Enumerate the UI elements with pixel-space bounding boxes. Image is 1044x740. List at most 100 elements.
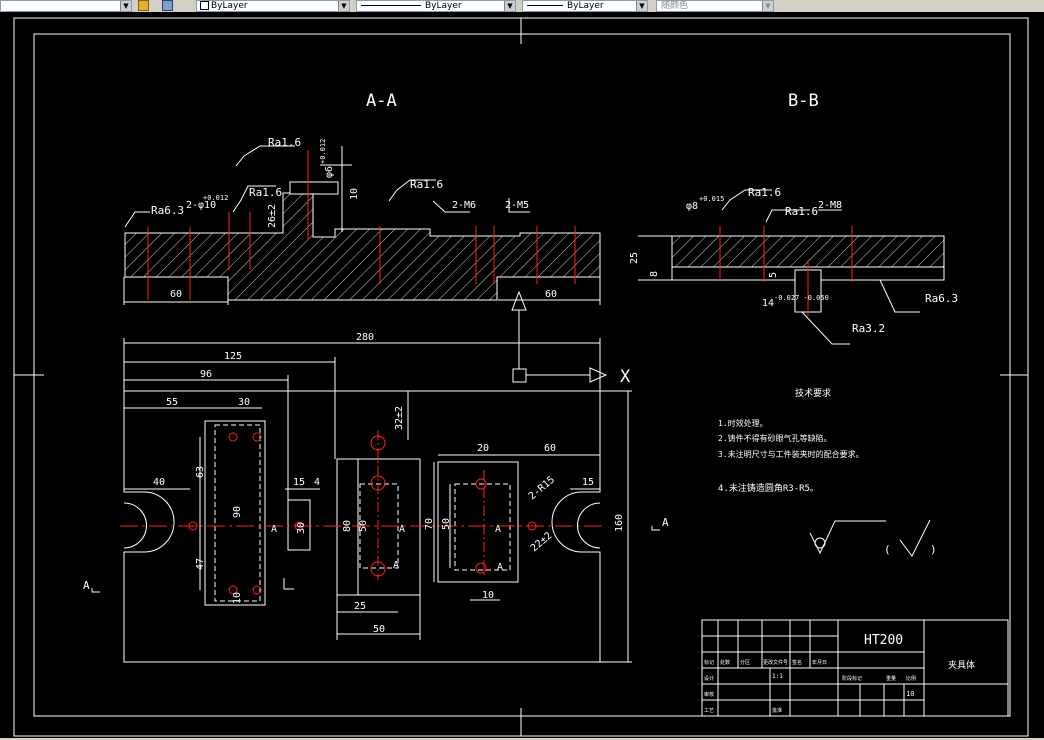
section-label-a: A xyxy=(662,516,669,529)
dim-60-right: 60 xyxy=(545,289,557,300)
dim-50-bot: 50 xyxy=(373,624,385,635)
part-name-label: 夹具体 xyxy=(948,659,975,671)
dim-63: 63 xyxy=(195,466,206,478)
svg-text:(: ( xyxy=(884,543,891,556)
chevron-down-icon[interactable]: ▼ xyxy=(338,1,349,11)
title-block xyxy=(701,619,1009,717)
dim-4: 4 xyxy=(314,477,320,488)
dim-32: 32±2 xyxy=(394,406,405,430)
dim-60-left: 60 xyxy=(170,289,182,300)
chevron-down-icon[interactable]: ▼ xyxy=(636,1,647,11)
section-label-a: A xyxy=(495,524,501,535)
lineweight-value: ByLayer xyxy=(567,1,604,11)
sign-label: 批准 xyxy=(772,707,782,714)
color-value: ByLayer xyxy=(211,1,248,11)
dim-30-top: 30 xyxy=(238,397,250,408)
tol-phi8: +0.015 xyxy=(699,195,724,203)
drawing-frame xyxy=(13,17,1029,737)
lineweight-dropdown[interactable]: ByLayer ▼ xyxy=(522,0,648,12)
color-dropdown[interactable]: ByLayer ▼ xyxy=(196,0,350,12)
dim-80: 80 xyxy=(342,520,353,532)
dim-30-mid: 30 xyxy=(296,522,307,534)
tol-2phi10: +0.012 xyxy=(203,194,228,202)
dim-50-right: 50 xyxy=(441,518,452,530)
ra63-label: Ra6.3 xyxy=(925,292,958,305)
tol-14: -0.027 -0.050 xyxy=(774,294,829,302)
properties-toolbar: ▼ ByLayer ▼ ByLayer ▼ ByLayer ▼ 随颜色 ▼ xyxy=(0,0,1044,13)
tech-req-title: 技术要求 xyxy=(795,387,831,399)
title-row-label: 年月日 xyxy=(812,659,827,666)
layer-dropdown[interactable]: ▼ xyxy=(0,0,132,12)
tech-req-item: 4.未注铸造圆角R3-R5。 xyxy=(718,482,819,494)
dim-25: 25 xyxy=(629,252,640,264)
tech-req-item: 2.铸件不得有砂眼气孔等缺陷。 xyxy=(718,433,832,443)
sign-label: 工艺 xyxy=(704,708,714,714)
dim-2m8: 2-M8 xyxy=(818,200,842,211)
plotstyle-value: 随颜色 xyxy=(661,1,689,11)
sheet-label: 10 xyxy=(906,690,914,698)
dim-55: 55 xyxy=(166,397,178,408)
technical-requirements: 技术要求 1.时效处理。 2.铸件不得有砂眼气孔等缺陷。 3.未注明尺寸与工件装… xyxy=(718,387,937,557)
dim-10: 10 xyxy=(349,188,360,200)
plotstyle-dropdown[interactable]: 随颜色 ▼ xyxy=(656,0,774,12)
dim-40: 40 xyxy=(153,477,165,488)
dim-14: 14 xyxy=(762,298,774,309)
chevron-down-icon[interactable]: ▼ xyxy=(762,1,773,11)
ra16-label: Ra1.6 xyxy=(748,186,781,199)
section-label-a: A xyxy=(399,524,405,535)
section-b-b: Ra1.6 Ra1.6 Ra6.3 Ra3.2 φ8 +0.015 2-M8 2… xyxy=(629,186,958,345)
title-row-label: 分区 xyxy=(740,659,750,666)
ra16-label: Ra1.6 xyxy=(249,186,282,199)
dim-2m6: 2-M6 xyxy=(452,200,476,211)
dim-5: 5 xyxy=(768,272,779,278)
scale-heading: 比例 xyxy=(906,675,916,682)
chevron-down-icon[interactable]: ▼ xyxy=(120,1,131,11)
section-label-a: A xyxy=(83,579,90,592)
dim-phi8: φ8 xyxy=(686,201,698,212)
linetype-value: ByLayer xyxy=(425,1,462,11)
dim-2m5: 2-M5 xyxy=(505,200,529,211)
ucs-icon xyxy=(511,290,608,383)
dim-8: 8 xyxy=(649,271,660,277)
stage-label: 阶段标记 xyxy=(842,675,862,682)
title-row-label: 签名 xyxy=(792,659,802,666)
dim-47: 47 xyxy=(195,558,206,570)
section-label-a: A xyxy=(497,562,503,573)
tech-req-item: 1.时效处理。 xyxy=(718,418,768,428)
dim-125: 125 xyxy=(224,351,242,362)
title-row-label: 处数 xyxy=(720,659,730,666)
ra16-label: Ra1.6 xyxy=(410,178,443,191)
weight-label: 重量 xyxy=(886,675,896,682)
section-label-a: A xyxy=(271,524,277,535)
title-row-label: 标记 xyxy=(704,659,714,666)
layer-previous-icon[interactable] xyxy=(162,0,173,11)
dim-25: 25 xyxy=(354,601,366,612)
roughness-symbol-icon: ( ) xyxy=(809,519,937,557)
ucs-x-label: X xyxy=(620,367,631,387)
dim-phi6: φ6 xyxy=(324,166,335,178)
dim-15-left: 15 xyxy=(293,477,305,488)
dim-10-bot: 10 xyxy=(232,592,243,604)
layer-states-icon[interactable] xyxy=(138,0,149,11)
title-row-label: 更改文件号 xyxy=(763,659,788,666)
chevron-down-icon[interactable]: ▼ xyxy=(504,1,515,11)
status-bar xyxy=(0,738,1044,740)
linetype-dropdown[interactable]: ByLayer ▼ xyxy=(356,0,516,12)
ra63-label: Ra6.3 xyxy=(151,204,184,217)
dim-70: 70 xyxy=(424,518,435,530)
tol-phi6: +0.012 xyxy=(319,139,327,164)
drawing-canvas[interactable]: A-A B-B Ra xyxy=(0,12,1044,738)
view-b-title: B-B xyxy=(788,91,819,111)
material-label: HT200 xyxy=(864,633,903,648)
ra32-label: Ra3.2 xyxy=(852,322,885,335)
dim-20: 20 xyxy=(477,443,489,454)
dim-26: 26±2 xyxy=(267,204,278,228)
section-a-a: Ra1.6 Ra1.6 Ra1.6 Ra6.3 2-φ10 +0.012 26±… xyxy=(123,136,601,305)
section-label-a: A xyxy=(393,560,399,571)
ra16-label: Ra1.6 xyxy=(268,136,301,149)
dim-50-mid: 50 xyxy=(358,520,369,532)
color-swatch-icon xyxy=(200,1,209,10)
linetype-preview xyxy=(361,5,421,6)
dim-15-right: 15 xyxy=(582,477,594,488)
lineweight-preview xyxy=(527,5,563,6)
